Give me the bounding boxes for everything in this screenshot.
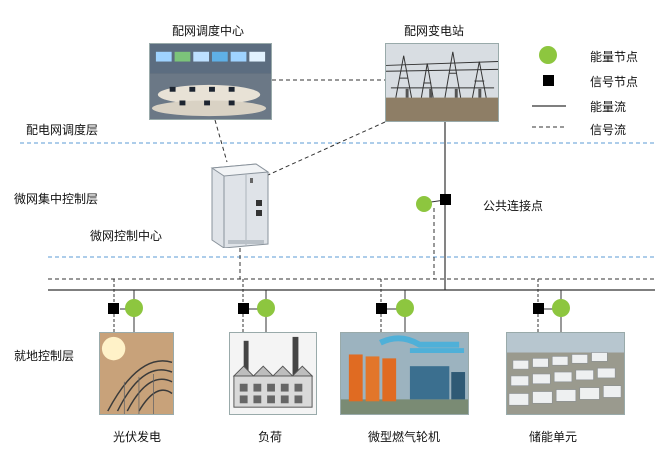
substation-title: 配网变电站 bbox=[404, 24, 465, 38]
unit-photo-pv bbox=[99, 332, 174, 415]
signal-node-load bbox=[238, 303, 249, 314]
energy-node-storage bbox=[552, 299, 570, 317]
unit-label-pv: 光伏发电 bbox=[113, 430, 162, 444]
unit-photo-load bbox=[229, 332, 317, 415]
signal-line-dispatch-controller bbox=[214, 119, 228, 163]
unit-label-storage: 储能单元 bbox=[529, 430, 578, 444]
energy-node-turbine bbox=[396, 299, 414, 317]
dispatch-center-title: 配网调度中心 bbox=[172, 24, 245, 38]
signal-node-pcc bbox=[440, 194, 451, 205]
unit-label-load: 负荷 bbox=[258, 430, 283, 444]
micro-control-cabinet-icon bbox=[206, 160, 270, 249]
dispatch-center-photo bbox=[149, 43, 272, 120]
signal-node-turbine bbox=[376, 303, 387, 314]
signal-line-substation-controller bbox=[267, 121, 386, 176]
legend-signal-node-symbol bbox=[543, 75, 554, 86]
energy-node-pv bbox=[125, 299, 143, 317]
micro-control-center-label: 微网控制中心 bbox=[90, 229, 163, 243]
legend-energy-flow-label: 能量流 bbox=[590, 100, 627, 114]
unit-label-turbine: 微型燃气轮机 bbox=[368, 430, 441, 444]
central-control-layer-label: 微网集中控制层 bbox=[14, 192, 99, 206]
dispatch-layer-label: 配电网调度层 bbox=[26, 123, 99, 137]
substation-photo bbox=[385, 43, 499, 122]
energy-node-load bbox=[257, 299, 275, 317]
signal-node-storage bbox=[533, 303, 544, 314]
unit-photo-storage bbox=[506, 332, 625, 415]
legend-energy-node-label: 能量节点 bbox=[590, 50, 639, 64]
unit-photo-turbine bbox=[340, 332, 469, 415]
local-control-layer-label: 就地控制层 bbox=[14, 349, 75, 363]
legend-energy-node-symbol bbox=[539, 46, 557, 64]
pcc-label: 公共连接点 bbox=[483, 199, 544, 213]
legend-signal-node-label: 信号节点 bbox=[590, 75, 639, 89]
legend-signal-flow-label: 信号流 bbox=[590, 123, 627, 137]
signal-node-pv bbox=[108, 303, 119, 314]
energy-node-pcc bbox=[416, 196, 432, 212]
